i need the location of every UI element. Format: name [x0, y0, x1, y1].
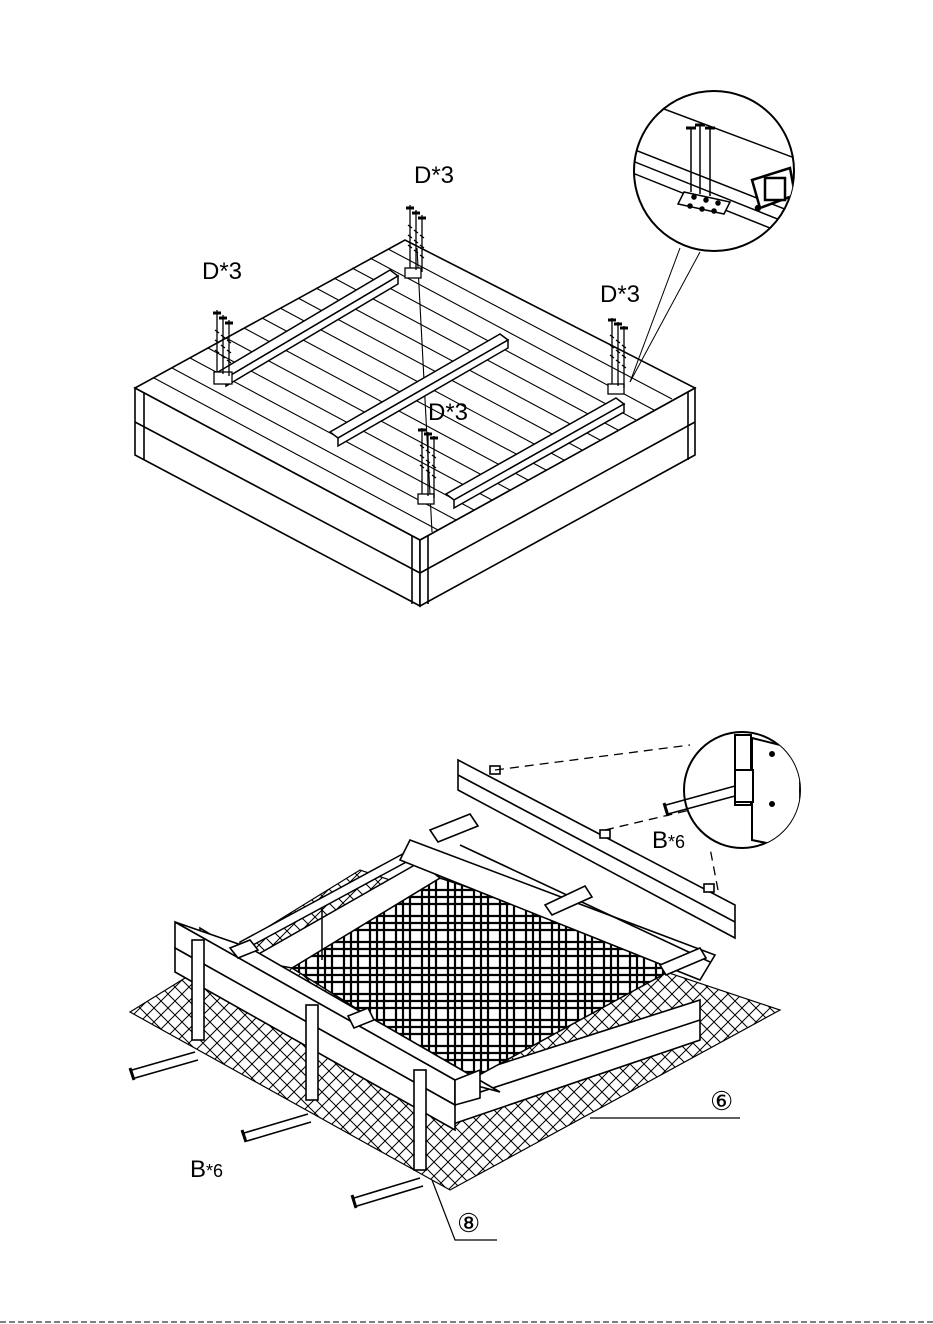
part-number-8: ⑧: [457, 1208, 480, 1238]
svg-text:B*6: B*6: [652, 827, 685, 854]
svg-text:D*3: D*3: [428, 399, 468, 426]
svg-text:B*6: B*6: [190, 1156, 223, 1183]
part-number-6: ⑥: [710, 1086, 733, 1116]
svg-text:D*3: D*3: [600, 281, 640, 308]
svg-text:D*3: D*3: [202, 258, 242, 285]
step1-detail-zoom: [630, 91, 800, 382]
svg-text:D*3: D*3: [414, 162, 454, 189]
